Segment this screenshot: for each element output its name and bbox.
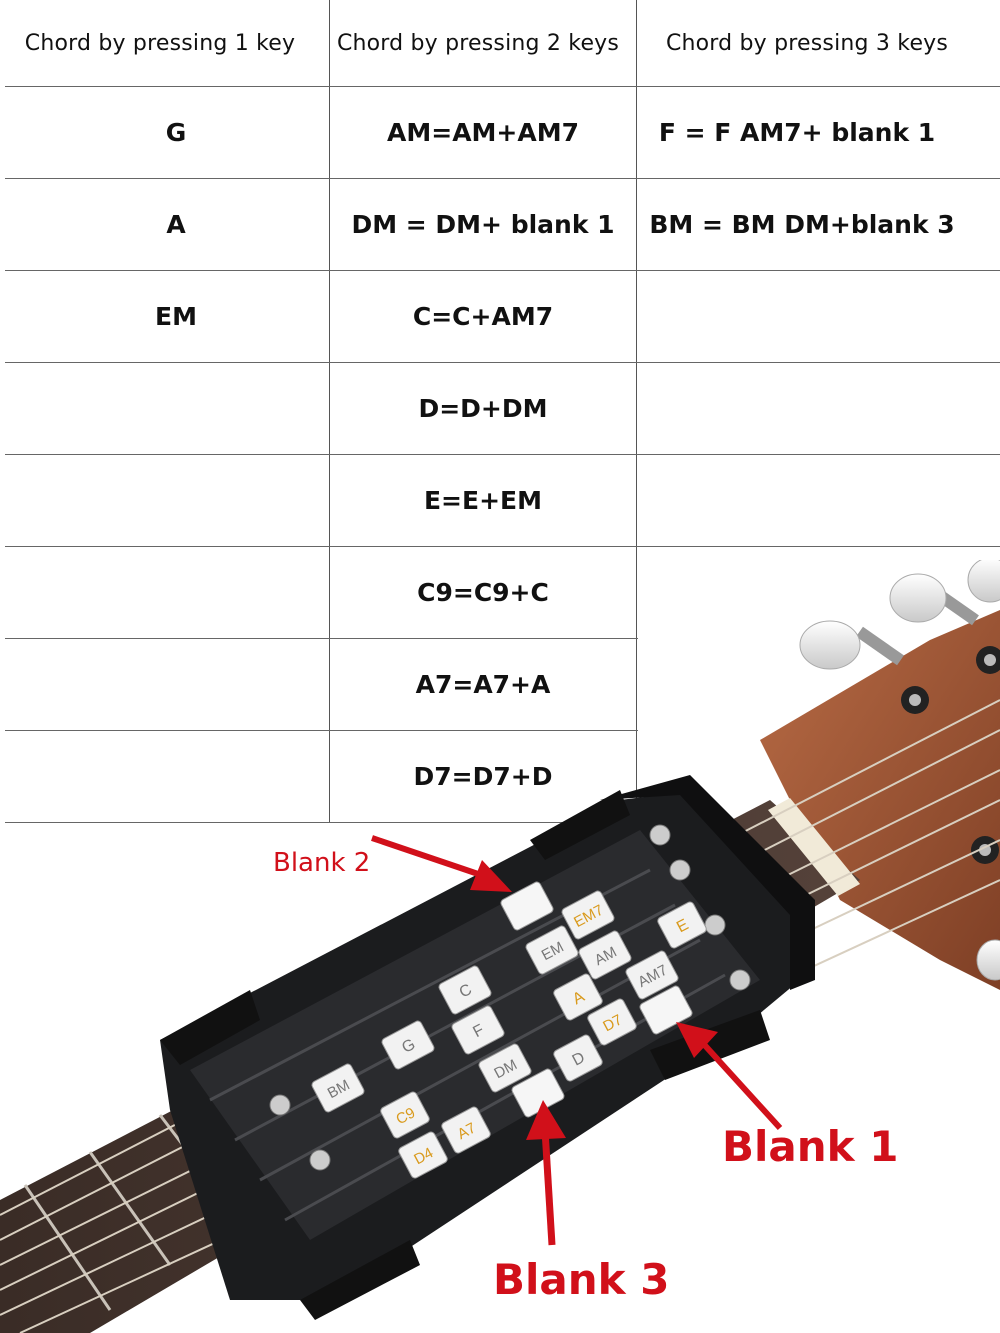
chord-key-d7[interactable]: D7 xyxy=(586,998,637,1047)
chord-key-d[interactable]: D xyxy=(552,1034,603,1083)
row-divider xyxy=(5,638,638,639)
arrow-icon xyxy=(371,835,512,892)
chord-key-am[interactable]: AM xyxy=(578,930,633,981)
guitar-headstock xyxy=(760,560,1000,990)
column-header: Chord by pressing 3 keys xyxy=(665,30,949,56)
chord-table: Chord by pressing 1 key Chord by pressin… xyxy=(5,0,1000,823)
chord-key-em[interactable]: EM xyxy=(525,925,580,976)
table-cell: E=E+EM xyxy=(423,486,542,515)
tuning-peg xyxy=(799,620,904,670)
chord-key-c9[interactable]: C9 xyxy=(379,1091,430,1140)
table-cell: A7=A7+A xyxy=(415,670,551,699)
table-cell: BM = BM DM+blank 3 xyxy=(649,210,955,239)
chord-key-e[interactable]: E xyxy=(656,901,707,950)
chord-key-c[interactable]: C xyxy=(438,965,493,1016)
table-cell: A xyxy=(166,210,186,239)
row-divider xyxy=(5,730,638,731)
row-divider xyxy=(5,454,1000,455)
column-header: Chord by pressing 1 key xyxy=(24,30,296,56)
chord-key-a7[interactable]: A7 xyxy=(440,1106,491,1155)
table-cell: F = F AM7+ blank 1 xyxy=(658,118,936,147)
chord-key-f[interactable]: F xyxy=(451,1005,506,1056)
table-cell: G xyxy=(165,118,187,147)
tuning-peg xyxy=(889,573,979,626)
table-cell: AM=AM+AM7 xyxy=(387,118,579,147)
tuning-peg xyxy=(976,939,1000,981)
chord-device xyxy=(160,775,815,1320)
row-divider xyxy=(5,362,1000,363)
chord-key-d4[interactable]: D4 xyxy=(397,1131,448,1180)
row-divider xyxy=(5,178,1000,179)
row-divider xyxy=(5,86,1000,87)
table-cell: D7=D7+D xyxy=(413,762,553,791)
table-cell: EM xyxy=(155,302,197,331)
blank-2-label: Blank 2 xyxy=(273,848,371,878)
row-divider xyxy=(5,822,638,823)
row-divider xyxy=(5,270,1000,271)
table-cell: DM = DM+ blank 1 xyxy=(351,210,615,239)
chord-key-g[interactable]: G xyxy=(381,1020,436,1071)
table-cell: D=D+DM xyxy=(418,394,548,423)
chord-key-dm[interactable]: DM xyxy=(478,1043,533,1094)
arrow-icon xyxy=(676,1022,783,1131)
chord-key-bm[interactable]: BM xyxy=(311,1063,366,1114)
row-divider xyxy=(5,546,1000,547)
column-divider xyxy=(329,0,330,823)
column-divider xyxy=(636,0,637,823)
blank-3-label: Blank 3 xyxy=(493,1255,670,1304)
blank-key-1[interactable] xyxy=(639,985,694,1036)
chord-key-em7[interactable]: EM7 xyxy=(561,890,616,941)
tuning-peg xyxy=(967,560,1000,603)
chord-key-label: A7 xyxy=(455,1120,479,1144)
table-cell: C=C+AM7 xyxy=(412,302,554,331)
chord-key-am7[interactable]: AM7 xyxy=(625,950,680,1001)
guitar-chord-device-illustration: BM G C F DM D EM AM A EM7 E AM7 xyxy=(0,560,1000,1333)
table-cell: C9=C9+C xyxy=(417,578,549,607)
blank-1-label: Blank 1 xyxy=(722,1122,899,1171)
column-header: Chord by pressing 2 keys xyxy=(336,30,620,56)
arrow-icon xyxy=(526,1100,566,1246)
blank-key-2[interactable] xyxy=(500,881,555,932)
chord-key-a[interactable]: A xyxy=(552,973,603,1022)
